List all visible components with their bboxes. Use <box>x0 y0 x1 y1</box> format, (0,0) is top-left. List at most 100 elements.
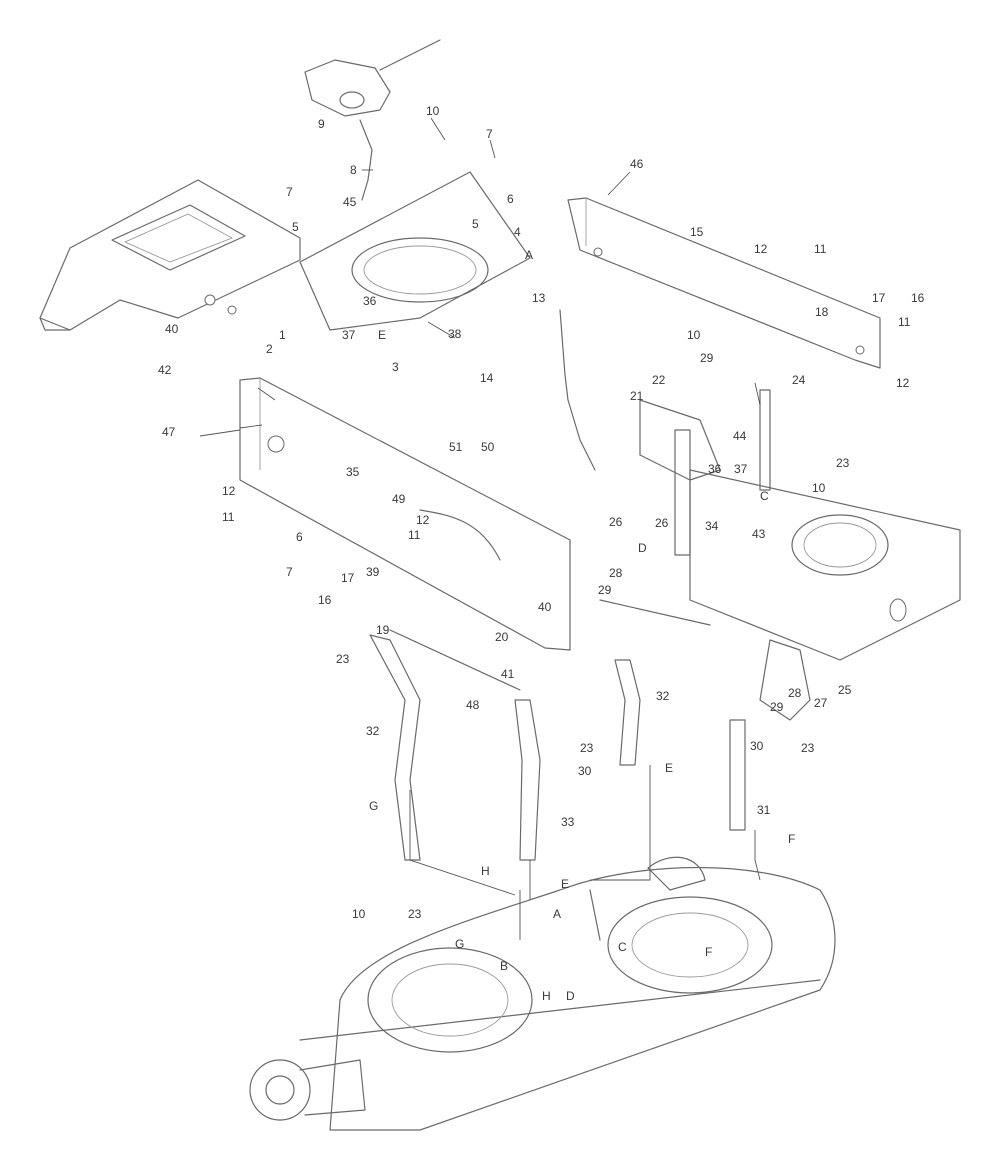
callout-label: 23 <box>801 741 815 755</box>
callout-label: 23 <box>836 456 850 470</box>
callout-label: 16 <box>318 593 332 607</box>
callout-label: G <box>455 937 464 951</box>
callout-label: 29 <box>700 351 714 365</box>
left-lower-frame <box>239 377 571 651</box>
callout-label: 48 <box>466 698 480 712</box>
callout-label: A <box>553 907 561 921</box>
callout-label: 31 <box>757 803 771 817</box>
callout-label: 5 <box>292 220 299 234</box>
callout-label: 36 <box>708 462 722 476</box>
callout-label: 25 <box>838 683 852 697</box>
callout-label: 26 <box>655 516 669 530</box>
callout-label: 11 <box>814 242 827 256</box>
reference-lines <box>409 765 761 940</box>
callout-label: E <box>665 761 673 775</box>
callout-label: 47 <box>162 425 176 439</box>
callout-label: H <box>481 864 490 878</box>
callout-label: 49 <box>392 492 406 506</box>
mower-deck <box>249 856 836 1131</box>
callout-label: 7 <box>286 565 293 579</box>
callout-label: 22 <box>652 373 666 387</box>
callout-label: 10 <box>352 907 366 921</box>
callout-label: 2 <box>266 342 273 356</box>
callout-label: 38 <box>448 327 462 341</box>
callout-label: 10 <box>687 328 701 342</box>
callout-label: 15 <box>690 225 704 239</box>
right-lower-frame <box>689 469 961 661</box>
callout-label: 26 <box>609 515 623 529</box>
callout-label: 14 <box>480 371 494 385</box>
callout-label: E <box>378 328 386 342</box>
callout-label: 46 <box>630 157 644 171</box>
callout-label: 51 <box>449 440 463 454</box>
callout-label: C <box>618 940 627 954</box>
callout-leaders <box>199 117 761 437</box>
callout-label: B <box>500 959 508 973</box>
callout-label: 19 <box>376 623 390 637</box>
callout-label: 23 <box>408 907 422 921</box>
callout-label: 12 <box>416 513 430 527</box>
callout-label: 32 <box>366 724 380 738</box>
callout-label: 37 <box>734 462 748 476</box>
callout-label: 10 <box>426 104 440 118</box>
callout-label: 33 <box>561 815 575 829</box>
left-frame-plate <box>39 179 301 331</box>
callout-label: 11 <box>222 510 235 524</box>
middle-frame-plate <box>299 171 531 331</box>
callout-label: 44 <box>733 429 747 443</box>
callout-label: 40 <box>538 600 552 614</box>
callout-label: 20 <box>495 630 509 644</box>
callout-label: 6 <box>507 192 514 206</box>
callout-label: 16 <box>911 291 925 305</box>
callout-label: 40 <box>165 322 179 336</box>
callout-label: 34 <box>705 519 719 533</box>
callout-label: 11 <box>408 528 421 542</box>
callout-label: 29 <box>770 700 784 714</box>
callout-label: 27 <box>814 696 828 710</box>
callout-label: 13 <box>532 291 546 305</box>
callout-label: C <box>760 489 769 503</box>
callout-label: 7 <box>486 127 493 141</box>
callout-label: 12 <box>896 376 910 390</box>
callout-label: 6 <box>296 530 303 544</box>
callout-label: 41 <box>501 667 515 681</box>
callout-label: 21 <box>630 389 644 403</box>
callout-label: A <box>525 248 533 262</box>
callout-label: E <box>561 877 569 891</box>
lift-linkages <box>369 309 811 861</box>
callout-label: 17 <box>341 571 355 585</box>
callout-label: 8 <box>350 163 357 177</box>
callout-label: 32 <box>656 689 670 703</box>
callout-label: 36 <box>363 294 377 308</box>
callout-label: H <box>542 989 551 1003</box>
callout-label: 3 <box>392 360 399 374</box>
callout-label: F <box>705 945 712 959</box>
callout-label: 35 <box>346 465 360 479</box>
callout-label: 12 <box>754 242 768 256</box>
callout-label: 28 <box>788 686 802 700</box>
callout-label: 4 <box>514 225 521 239</box>
callout-label: D <box>566 989 575 1003</box>
callout-label: 5 <box>472 217 479 231</box>
callout-label: 17 <box>872 291 886 305</box>
callout-label: F <box>788 832 795 846</box>
callout-label: 29 <box>598 583 612 597</box>
callout-label: 1 <box>279 328 286 342</box>
callout-label: 50 <box>481 440 495 454</box>
callout-label: 45 <box>343 195 357 209</box>
callout-label: 23 <box>580 741 594 755</box>
callout-label: 18 <box>815 305 829 319</box>
callout-label: 30 <box>750 739 764 753</box>
callout-label: 37 <box>342 328 356 342</box>
callout-label: 11 <box>898 315 911 329</box>
callout-label: 39 <box>366 565 380 579</box>
callout-labels: 10 7 9 8 6 46 7 45 5 5 4 A 15 12 11 36 1… <box>158 104 925 1003</box>
steering-column <box>304 39 441 201</box>
callout-label: 23 <box>336 652 350 666</box>
callout-label: G <box>369 799 378 813</box>
callout-label: 7 <box>286 185 293 199</box>
callout-label: 10 <box>812 481 826 495</box>
callout-label: 9 <box>318 117 325 131</box>
callout-label: D <box>638 541 647 555</box>
